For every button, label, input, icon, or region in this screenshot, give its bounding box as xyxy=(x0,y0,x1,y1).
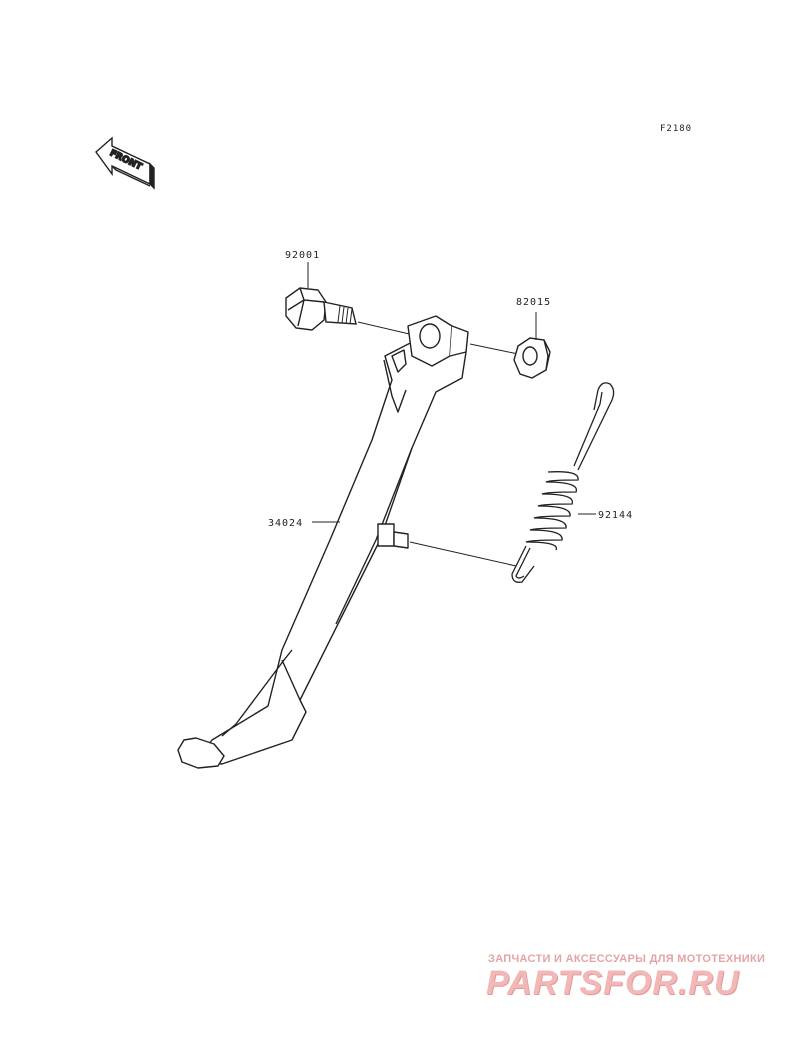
diagram-code: F2180 xyxy=(660,124,693,134)
front-arrow-icon: FRONT xyxy=(95,136,155,190)
spring-92144[interactable] xyxy=(511,382,615,583)
assembly-line-bolt xyxy=(357,321,419,337)
part-label-34024: 34024 xyxy=(268,518,303,529)
part-label-82015: 82015 xyxy=(516,297,551,308)
part-label-92001: 92001 xyxy=(285,250,320,261)
assembly-line-spring xyxy=(409,541,517,567)
part-label-92144: 92144 xyxy=(598,510,633,521)
watermark-logo[interactable]: PARTSFOR.RU xyxy=(486,964,740,1002)
watermark-tagline: ЗАПЧАСТИ И АКСЕССУАРЫ ДЛЯ МОТОТЕХНИКИ xyxy=(488,953,766,965)
nut-82015[interactable] xyxy=(513,337,551,379)
side-stand-34024[interactable] xyxy=(177,315,469,769)
bolt-92001[interactable] xyxy=(285,287,357,331)
assembly-line-nut xyxy=(469,343,519,355)
